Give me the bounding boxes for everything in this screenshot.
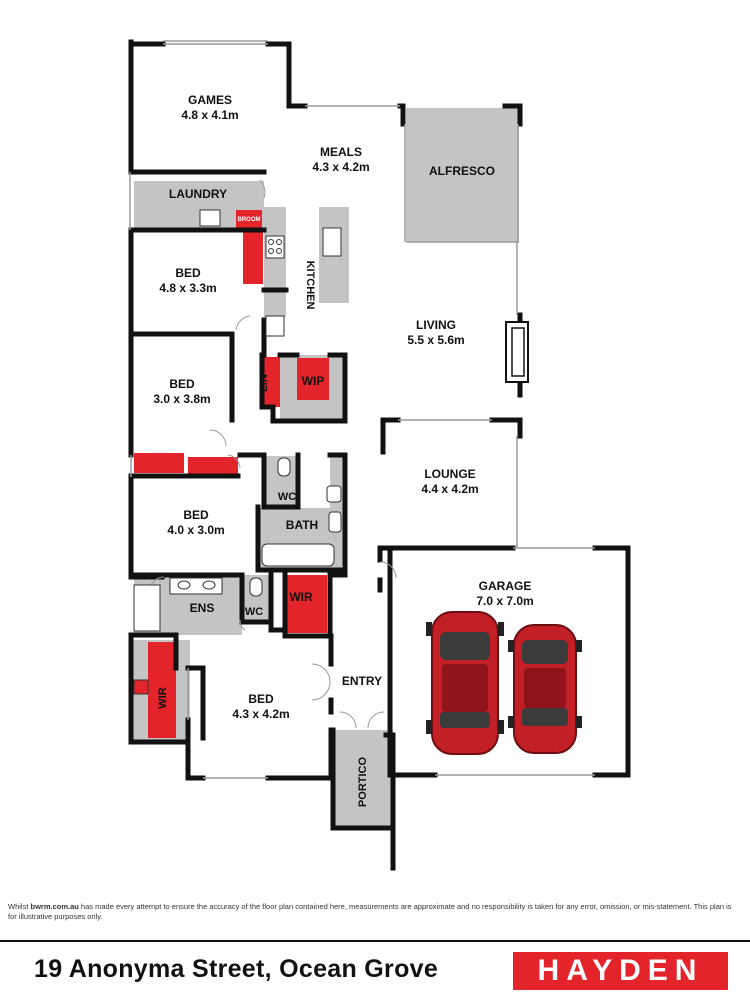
alfresco-area	[406, 108, 519, 242]
car-left-icon	[426, 611, 504, 755]
car-right-icon	[508, 624, 582, 754]
disclaimer-text: has made every attempt to ensure the acc…	[8, 902, 732, 921]
disclaimer-site: bwrm.com.au	[30, 902, 79, 911]
room-laundry-name: LAUNDRY	[169, 187, 227, 201]
room-games-dim: 4.8 x 4.1m	[181, 108, 238, 122]
room-bed2-dim: 3.0 x 3.8m	[153, 392, 210, 406]
walls	[128, 39, 631, 871]
robe-2	[188, 457, 238, 475]
room-bed4-name: BED	[248, 692, 274, 706]
windows	[129, 40, 595, 779]
room-bed1-name: BED	[175, 266, 201, 280]
room-wc2-name: WC	[245, 606, 263, 618]
room-lounge-name: LOUNGE	[424, 467, 475, 481]
room-garage-dim: 7.0 x 7.0m	[476, 594, 533, 608]
bathtub-icon	[261, 543, 335, 567]
robe-1	[134, 453, 184, 473]
room-bed3-dim: 4.0 x 3.0m	[167, 523, 224, 537]
portico-area	[333, 730, 393, 828]
car-outer-area	[330, 455, 345, 565]
room-living-name: LIVING	[416, 318, 456, 332]
room-games-name: GAMES	[188, 93, 232, 107]
ens-wc-toilet-icon	[249, 577, 263, 597]
disclaimer: Whilst bwrm.com.au has made every attemp…	[8, 902, 738, 922]
room-lin-name: LIN	[258, 374, 270, 392]
room-meals-name: MEALS	[320, 145, 362, 159]
wir1-red	[287, 575, 327, 633]
pantry-red	[243, 228, 263, 284]
room-wip-name: WIP	[302, 374, 325, 388]
property-address: 19 Anonyma Street, Ocean Grove	[34, 955, 439, 983]
room-bed3-name: BED	[183, 508, 209, 522]
fridge-icon	[265, 315, 285, 337]
room-entry-name: ENTRY	[342, 674, 382, 688]
room-living-dim: 5.5 x 5.6m	[407, 333, 464, 347]
bath-basin-icon	[328, 511, 342, 533]
room-portico-name: PORTICO	[357, 757, 369, 808]
robe-marker-icon	[133, 679, 149, 695]
broom-cupboard	[236, 210, 262, 228]
room-ens-name: ENS	[190, 601, 215, 615]
laundry-sink-icon	[199, 209, 221, 227]
shower-icon	[133, 584, 161, 632]
room-lounge-dim: 4.4 x 4.2m	[421, 482, 478, 496]
room-broom-name: BROOM	[238, 217, 261, 223]
fixtures	[133, 209, 342, 695]
room-meals-dim: 4.3 x 4.2m	[312, 160, 369, 174]
island-sink-icon	[322, 227, 342, 257]
wir2-red	[148, 642, 176, 738]
room-bed2-name: BED	[169, 377, 195, 391]
lin-cupboard	[262, 357, 280, 407]
kitchen-bench	[264, 207, 286, 317]
room-wc1-name: WC	[278, 491, 296, 503]
room-kitchen-name: KITCHEN	[304, 261, 316, 310]
wc-toilet-icon	[277, 457, 291, 477]
room-bed1-dim: 4.8 x 3.3m	[159, 281, 216, 295]
room-bed4-dim: 4.3 x 4.2m	[232, 707, 289, 721]
cooktop-icon	[265, 235, 285, 259]
floor-plan: GAMES 4.8 x 4.1m MEALS 4.3 x 4.2m ALFRES…	[128, 39, 631, 871]
wc-basin-icon	[326, 485, 342, 503]
footer-divider	[0, 940, 750, 942]
room-bath-name: BATH	[286, 518, 318, 532]
room-garage-name: GARAGE	[479, 579, 532, 593]
doors	[149, 179, 397, 729]
room-wir1-name: WIR	[289, 590, 313, 604]
disclaimer-prefix: Whilst	[8, 902, 31, 911]
hayden-logo: HAYDEN	[513, 952, 728, 990]
wip-red	[297, 358, 329, 400]
room-wir2-name: WIR	[157, 687, 169, 708]
room-alfresco-name: ALFRESCO	[429, 164, 495, 178]
